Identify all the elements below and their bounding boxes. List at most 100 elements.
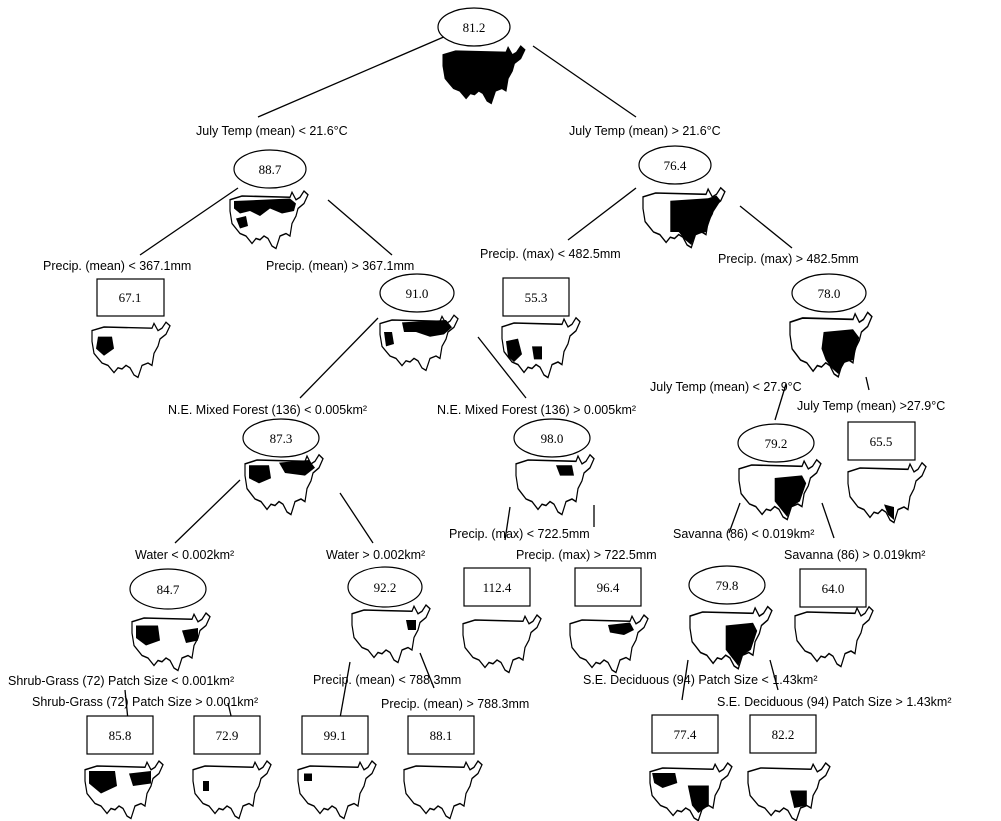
node-n2: 76.4 [638, 145, 712, 185]
split-label-s22: S.E. Deciduous (94) Patch Size > 1.43km² [717, 695, 952, 709]
node-n3-value: 67.1 [119, 290, 142, 305]
node-n18: 72.9 [193, 715, 261, 755]
split-label-s2: July Temp (mean) > 21.6°C [569, 124, 721, 138]
map-n21 [649, 762, 733, 821]
map-n2 [642, 187, 726, 249]
edge-n4-right [477, 336, 527, 399]
node-n11: 84.7 [129, 568, 207, 610]
node-n17-value: 85.8 [109, 728, 132, 743]
node-n20: 88.1 [407, 715, 475, 755]
map-n16 [794, 606, 874, 668]
node-n5: 55.3 [502, 277, 570, 317]
node-n4-value: 91.0 [406, 286, 429, 301]
edge-n2-left [567, 187, 637, 241]
map-n20 [403, 760, 483, 820]
split-label-s16: Savanna (86) > 0.019km² [784, 548, 925, 562]
map-n15 [689, 605, 773, 670]
node-n14: 96.4 [574, 567, 642, 607]
map-n4 [379, 314, 459, 372]
split-labels: July Temp (mean) < 21.6°C July Temp (mea… [8, 124, 952, 711]
map-n5 [501, 317, 581, 379]
tree-nodes: 81.2 88.7 76.4 67.1 91.0 55.3 78.0 87.3 [86, 7, 916, 755]
split-label-s9: July Temp (mean) < 27.9°C [650, 380, 802, 394]
edge-n1-left [139, 187, 239, 256]
edge-n15-left [681, 659, 689, 701]
node-n14-value: 96.4 [597, 580, 620, 595]
node-n8-value: 98.0 [541, 431, 564, 446]
node-n18-value: 72.9 [216, 728, 239, 743]
map-n11 [131, 612, 211, 672]
edge-n1-right [327, 199, 393, 256]
map-n18 [192, 760, 272, 820]
node-n16-value: 64.0 [822, 581, 845, 596]
edge-n6-left [774, 383, 787, 421]
tree-edges [124, 35, 870, 721]
edge-n4-left [299, 317, 379, 399]
node-n21: 77.4 [651, 714, 719, 754]
node-n12: 92.2 [347, 566, 423, 608]
node-n19: 99.1 [301, 715, 369, 755]
node-n10-value: 65.5 [870, 434, 893, 449]
node-n15-value: 79.8 [716, 578, 739, 593]
node-n8: 98.0 [513, 418, 591, 458]
edge-n15-right [769, 659, 779, 691]
edge-n7-right [339, 492, 374, 544]
node-n4: 91.0 [379, 273, 455, 313]
map-n14 [569, 614, 649, 674]
node-n20-value: 88.1 [430, 728, 453, 743]
split-label-s8: N.E. Mixed Forest (136) > 0.005km² [437, 403, 636, 417]
node-n17: 85.8 [86, 715, 154, 755]
split-label-s6: Precip. (max) > 482.5mm [718, 252, 859, 266]
split-label-s13: Precip. (max) < 722.5mm [449, 527, 590, 541]
edge-n6-right [865, 376, 870, 391]
node-n13: 112.4 [463, 567, 531, 607]
split-label-s3: Precip. (mean) < 367.1mm [43, 259, 191, 273]
map-n8 [515, 454, 595, 516]
map-n6 [789, 311, 873, 378]
map-n3 [91, 321, 171, 379]
split-label-s12: Water > 0.002km² [326, 548, 425, 562]
us-maps [84, 45, 927, 821]
node-n1: 88.7 [233, 149, 307, 189]
node-n5-value: 55.3 [525, 290, 548, 305]
node-n13-value: 112.4 [483, 580, 512, 595]
split-label-s17: Shrub-Grass (72) Patch Size < 0.001km² [8, 674, 234, 688]
node-n9: 79.2 [737, 423, 815, 463]
node-n6-value: 78.0 [818, 286, 841, 301]
split-label-s1: July Temp (mean) < 21.6°C [196, 124, 348, 138]
node-n6: 78.0 [791, 273, 867, 313]
node-n22: 82.2 [749, 714, 817, 754]
node-n9-value: 79.2 [765, 436, 788, 451]
node-root-value: 81.2 [463, 20, 486, 35]
node-n10: 65.5 [847, 421, 916, 461]
edge-n12-left [339, 661, 351, 719]
node-n16: 64.0 [799, 568, 867, 608]
edge-n8-left [504, 506, 511, 541]
map-n12 [351, 604, 431, 664]
node-n7: 87.3 [242, 418, 320, 458]
node-n12-value: 92.2 [374, 580, 397, 595]
node-n21-value: 77.4 [674, 727, 697, 742]
edge-root-left [257, 35, 447, 118]
split-label-s19: Precip. (mean) < 788.3mm [313, 673, 461, 687]
map-n7 [244, 454, 324, 516]
split-label-s5: Precip. (max) < 482.5mm [480, 247, 621, 261]
node-n22-value: 82.2 [772, 727, 795, 742]
split-label-s18: Shrub-Grass (72) Patch Size > 0.001km² [32, 695, 258, 709]
split-label-s11: Water < 0.002km² [135, 548, 234, 562]
map-n19 [297, 760, 377, 820]
map-n22 [747, 762, 831, 821]
map-n10 [847, 462, 927, 524]
node-n1-value: 88.7 [259, 162, 282, 177]
split-label-s21: S.E. Deciduous (94) Patch Size < 1.43km² [583, 673, 818, 687]
map-n9 [738, 459, 822, 521]
split-label-s7: N.E. Mixed Forest (136) < 0.005km² [168, 403, 367, 417]
node-n3: 67.1 [96, 278, 165, 317]
edge-n2-right [739, 205, 793, 249]
map-n1 [229, 190, 309, 250]
edge-n7-left [174, 479, 241, 544]
map-n13 [462, 614, 542, 674]
node-n11-value: 84.7 [157, 582, 180, 597]
edge-n9-left [728, 502, 741, 534]
